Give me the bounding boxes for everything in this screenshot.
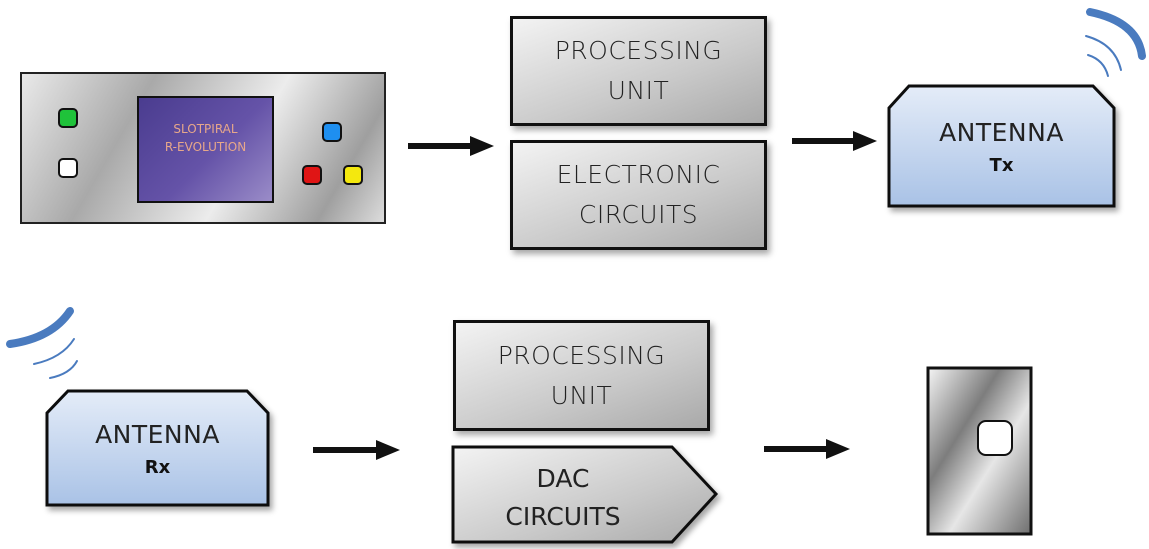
- screen-line-1: SLOTPIRAL: [173, 122, 238, 136]
- screen-line-2: R-EVOLUTION: [164, 140, 247, 154]
- blue-button: [322, 122, 342, 142]
- electronic-label-line1: ELECTRONIC: [556, 160, 721, 189]
- antenna-rx-sub: Rx: [144, 457, 171, 478]
- red-button: [302, 165, 322, 185]
- electronic-label-line2: CIRCUITS: [578, 200, 699, 229]
- antenna-tx-label: ANTENNA: [939, 118, 1064, 147]
- yellow-button: [343, 165, 363, 185]
- antenna-rx-label: ANTENNA: [95, 420, 220, 449]
- processing-label-line1: PROCESSING: [554, 36, 723, 65]
- processing-unit-bottom: PROCESSING UNIT: [453, 320, 710, 431]
- antenna-rx-text: ANTENNA Rx: [47, 420, 268, 478]
- antenna-tx-shape: [887, 84, 1116, 208]
- white-button: [58, 158, 78, 178]
- processing-label-line2: UNIT: [607, 76, 670, 105]
- dac-label-line1: DAC: [536, 464, 590, 493]
- arrow-dac-to-display: [764, 439, 850, 459]
- processing-unit-top: PROCESSING UNIT: [510, 16, 767, 126]
- processing-bottom-line1: PROCESSING: [497, 340, 666, 370]
- arrow-antenna-rx-to-processing: [313, 440, 400, 460]
- rx-wave-icon: [6, 307, 78, 379]
- dac-circuits-shape: [451, 445, 719, 544]
- green-button: [58, 108, 78, 128]
- dac-label-line2: CIRCUITS: [505, 502, 621, 531]
- antenna-tx-sub: Tx: [989, 155, 1014, 176]
- electronic-circuits-box: ELECTRONIC CIRCUITS: [510, 140, 767, 250]
- display-button: [977, 420, 1013, 456]
- device-screen: SLOTPIRAL R-EVOLUTION: [137, 96, 274, 203]
- antenna-tx-text: ANTENNA Tx: [889, 118, 1114, 176]
- dac-circuits-text: DAC CIRCUITS: [453, 460, 673, 536]
- arrow-processing-to-antenna-tx: [792, 131, 877, 151]
- arrow-device-to-processing: [408, 136, 494, 156]
- tx-wave-icon: [1085, 8, 1146, 77]
- antenna-rx-shape: [45, 389, 270, 507]
- processing-bottom-line2: UNIT: [550, 380, 613, 410]
